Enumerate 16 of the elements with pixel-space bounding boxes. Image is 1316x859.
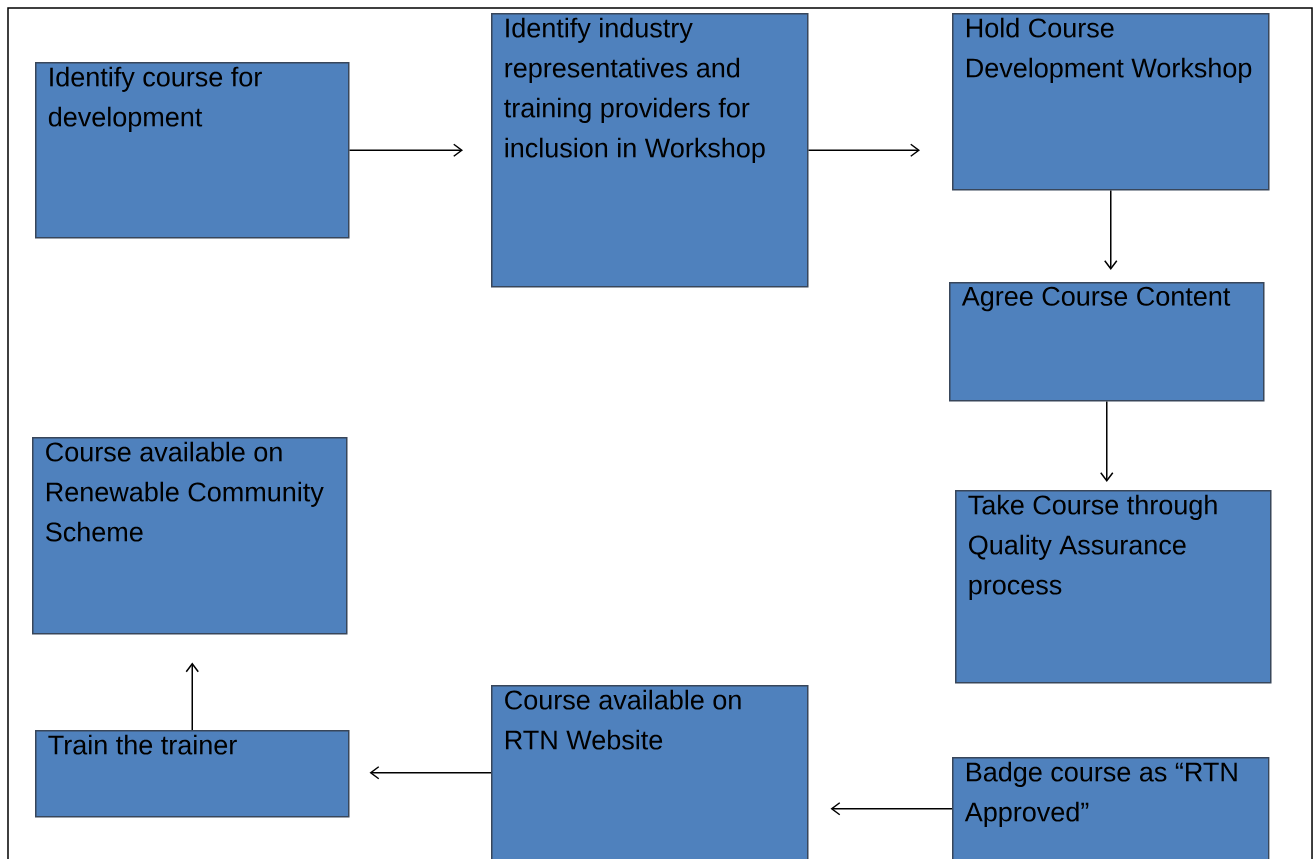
process-box: Hold Course Development Workshop	[952, 13, 1270, 191]
arrow	[185, 662, 199, 731]
process-box: Badge course as “RTN Approved”	[952, 757, 1270, 859]
arrow	[1100, 400, 1114, 482]
process-box: Identify industry representatives and training providers for inclusion in Workshop	[491, 13, 809, 288]
arrow	[1104, 189, 1118, 270]
process-box: Agree Course Content	[949, 282, 1265, 402]
process-box: Identify course for development	[35, 62, 350, 239]
process-box: Take Course through Quality Assurance process	[955, 490, 1272, 684]
process-box: Course available on Renewable Community Scheme	[32, 437, 348, 635]
arrow	[348, 143, 463, 157]
arrow	[807, 143, 920, 157]
process-box: Course available on RTN Website	[491, 685, 809, 859]
arrow	[830, 802, 953, 816]
process-box: Train the trainer	[35, 730, 350, 818]
arrow	[369, 766, 492, 780]
